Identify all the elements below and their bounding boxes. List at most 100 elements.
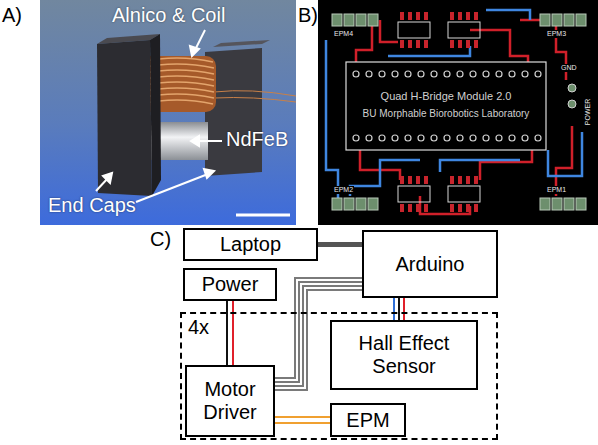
label-stack: Motor Driver <box>187 378 273 424</box>
sensor-box: Hall Effect Sensor <box>330 320 478 390</box>
header-hole <box>470 135 476 141</box>
pcb-trace <box>356 26 372 62</box>
header-pad <box>576 198 586 210</box>
header-hole <box>496 71 502 77</box>
header-pad <box>564 198 574 210</box>
header-hole <box>496 135 502 141</box>
header-pad <box>368 14 378 26</box>
ic-footprint <box>450 40 454 48</box>
header-hole <box>522 71 528 77</box>
ic-footprint <box>416 176 420 184</box>
header-hole <box>444 135 450 141</box>
coil-leads <box>214 91 296 102</box>
driver-box: Motor Driver <box>185 365 275 437</box>
header-hole <box>457 135 463 141</box>
header-pad <box>356 14 366 26</box>
ic-outline <box>398 22 430 38</box>
ic-footprint <box>466 204 470 212</box>
header-pad <box>356 198 366 210</box>
ic-footprint <box>424 204 428 212</box>
coil-leads <box>214 91 296 96</box>
header-pad <box>332 198 342 210</box>
callout-arrow <box>190 46 199 56</box>
pcb-trace <box>480 150 532 180</box>
silkscreen-label: EPM3 <box>546 30 567 38</box>
header-hole <box>379 71 385 77</box>
node-label: Power <box>202 273 259 296</box>
header-hole <box>366 135 372 141</box>
end-cap <box>213 40 270 47</box>
power-box: Power <box>183 268 277 301</box>
ic-outline <box>398 186 430 202</box>
silkscreen-label: EPM2 <box>333 186 354 194</box>
header-hole <box>470 71 476 77</box>
ic-footprint <box>416 40 420 48</box>
pcb-trace <box>548 132 582 176</box>
ic-footprint <box>450 12 454 20</box>
ic-outline <box>448 22 480 38</box>
header-pad <box>564 14 574 26</box>
part-label: End Caps <box>48 194 136 216</box>
header-hole <box>509 135 515 141</box>
silkscreen-label: POWER <box>584 98 592 126</box>
wire-bundle <box>275 417 330 423</box>
ic-footprint <box>400 176 404 184</box>
scale-bar <box>236 215 290 216</box>
pcb-board <box>318 0 598 225</box>
part-label: Alnico & Coil <box>112 4 225 26</box>
ic-footprint <box>400 40 404 48</box>
end-cap <box>97 40 152 196</box>
ic-footprint <box>466 176 470 184</box>
node-label: Motor Driver <box>187 378 273 424</box>
controller-box: Arduino <box>362 230 498 298</box>
header-hole <box>366 71 372 77</box>
ic-footprint <box>458 40 462 48</box>
wire <box>398 298 400 320</box>
power-pad <box>568 100 576 108</box>
wire-bundle <box>394 298 404 320</box>
node-label: Laptop <box>220 233 281 256</box>
label-stack: EPM <box>346 409 389 432</box>
panel-letter: C) <box>150 228 171 250</box>
coil-leads <box>214 98 296 103</box>
ic-footprint <box>458 204 462 212</box>
header-hole <box>483 135 489 141</box>
pcb-trace <box>420 196 470 214</box>
header-hole <box>431 135 437 141</box>
pcb-trace <box>380 20 398 42</box>
ic-footprint <box>450 176 454 184</box>
header-hole <box>483 71 489 77</box>
node-label: Hall Effect Sensor <box>332 332 476 378</box>
ic-footprint <box>424 12 428 20</box>
header-hole <box>353 71 541 141</box>
wire <box>232 301 234 365</box>
label-stack: Arduino <box>396 253 465 276</box>
wire <box>275 422 330 424</box>
pcb-trace <box>326 40 338 198</box>
ic-footprint <box>400 12 404 20</box>
callout-arrow <box>103 173 112 183</box>
ic-footprint <box>466 40 470 48</box>
callout-arrow <box>198 140 222 142</box>
ic-footprint <box>408 176 412 184</box>
header-hole <box>353 135 359 141</box>
ic-footprint <box>466 12 470 20</box>
header-pad <box>344 14 354 26</box>
ic-footprint <box>416 12 420 20</box>
panel-letter: B) <box>298 4 318 26</box>
photo-background <box>40 0 296 225</box>
wire <box>403 298 405 320</box>
header-pad <box>576 14 586 26</box>
power-pad <box>568 84 576 92</box>
ic-footprint <box>474 176 478 184</box>
part-label: NdFeB <box>226 128 288 150</box>
callout-arrow <box>195 30 205 50</box>
node-label: Arduino <box>396 253 465 276</box>
panel-letter: A) <box>2 4 22 26</box>
wire-bundle <box>227 301 233 365</box>
header-hole <box>353 71 359 77</box>
header-pad <box>368 198 378 210</box>
header-pad <box>552 198 562 210</box>
end-cap <box>97 34 161 196</box>
power-pad <box>568 84 576 108</box>
